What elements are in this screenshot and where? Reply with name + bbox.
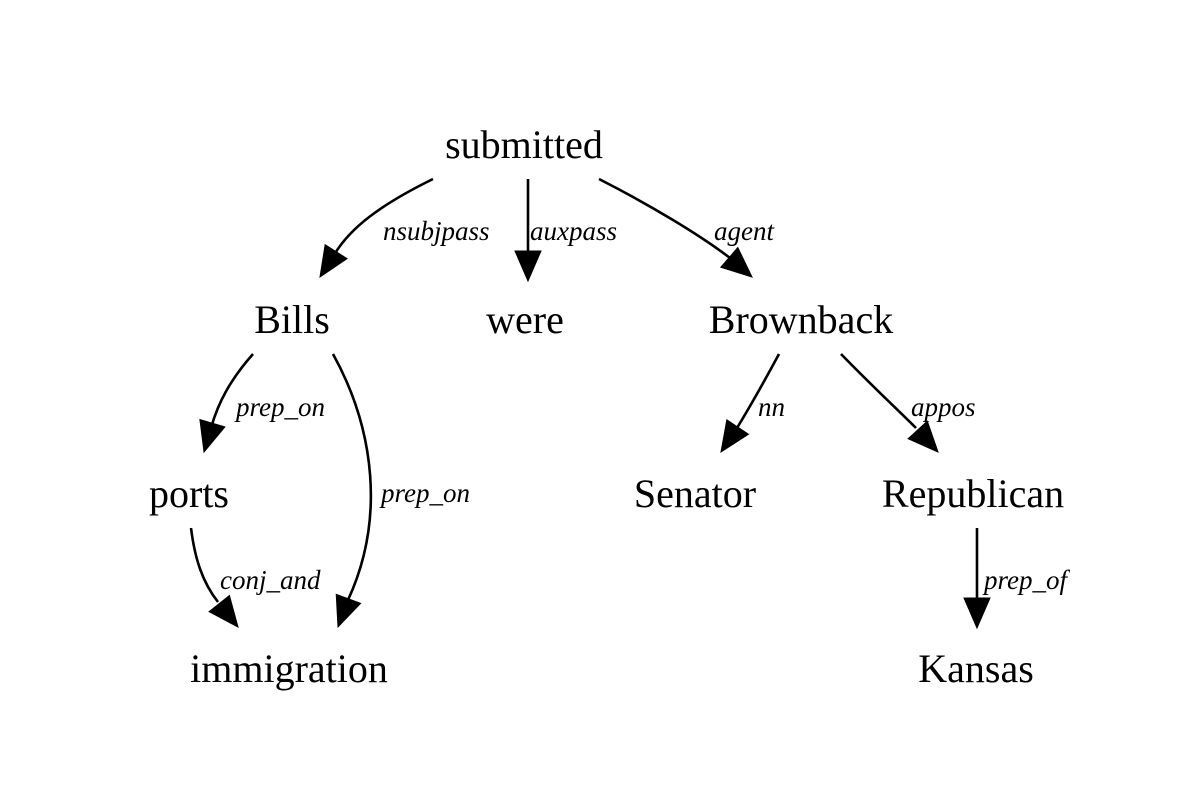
node-kansas: Kansas <box>918 646 1034 691</box>
arrowhead-submitted-brownback <box>719 246 753 278</box>
node-senator: Senator <box>634 471 756 516</box>
edge-line-brownback-republican <box>840 353 917 429</box>
edge-bills-ports: prep_on <box>199 353 325 454</box>
arrowhead-brownback-republican <box>907 420 939 453</box>
edge-line-ports-immigration <box>189 527 220 603</box>
arrowhead-submitted-bills <box>319 243 348 279</box>
edge-label-submitted-brownback: agent <box>714 216 775 246</box>
edge-label-bills-ports: prep_on <box>234 392 325 422</box>
arrowhead-brownback-senator <box>720 418 750 454</box>
arrowhead-submitted-were <box>514 250 542 283</box>
edge-label-republican-kansas: prep_of <box>982 565 1070 595</box>
edge-republican-kansas: prep_of <box>963 528 1070 630</box>
arrowhead-ports-immigration <box>208 594 239 628</box>
node-bills: Bills <box>254 297 330 342</box>
node-submitted: submitted <box>445 122 603 167</box>
node-immigration: immigration <box>190 646 388 691</box>
edge-label-brownback-senator: nn <box>758 392 785 422</box>
edge-bills-immigration: prep_on <box>331 353 470 629</box>
edge-line-submitted-bills <box>332 177 434 256</box>
edge-line-bills-immigration <box>331 353 373 601</box>
arrowhead-bills-ports <box>199 418 226 454</box>
node-were: were <box>486 297 564 342</box>
edge-line-brownback-senator <box>735 353 781 429</box>
edge-brownback-senator: nn <box>720 353 785 454</box>
node-republican: Republican <box>882 471 1064 516</box>
edge-label-submitted-were: auxpass <box>530 216 617 246</box>
edge-line-bills-ports <box>209 353 254 429</box>
node-brownback: Brownback <box>709 297 893 342</box>
edge-label-ports-immigration: conj_and <box>220 565 321 595</box>
edge-ports-immigration: conj_and <box>189 527 321 628</box>
edge-line-submitted-brownback <box>598 177 731 260</box>
edge-brownback-republican: appos <box>840 353 976 453</box>
edge-submitted-brownback: agent <box>598 177 775 278</box>
edge-label-bills-immigration: prep_on <box>379 478 470 508</box>
edge-submitted-were: auxpass <box>514 179 617 283</box>
edges-layer: nsubjpass auxpass agent prep_on prep_on conj_… <box>189 177 1070 630</box>
node-ports: ports <box>149 471 229 516</box>
edge-label-brownback-republican: appos <box>911 392 976 422</box>
edge-label-submitted-bills: nsubjpass <box>383 216 490 246</box>
arrowhead-republican-kansas <box>963 597 991 630</box>
arrowhead-bills-immigration <box>335 593 362 629</box>
edge-submitted-bills: nsubjpass <box>319 177 490 279</box>
